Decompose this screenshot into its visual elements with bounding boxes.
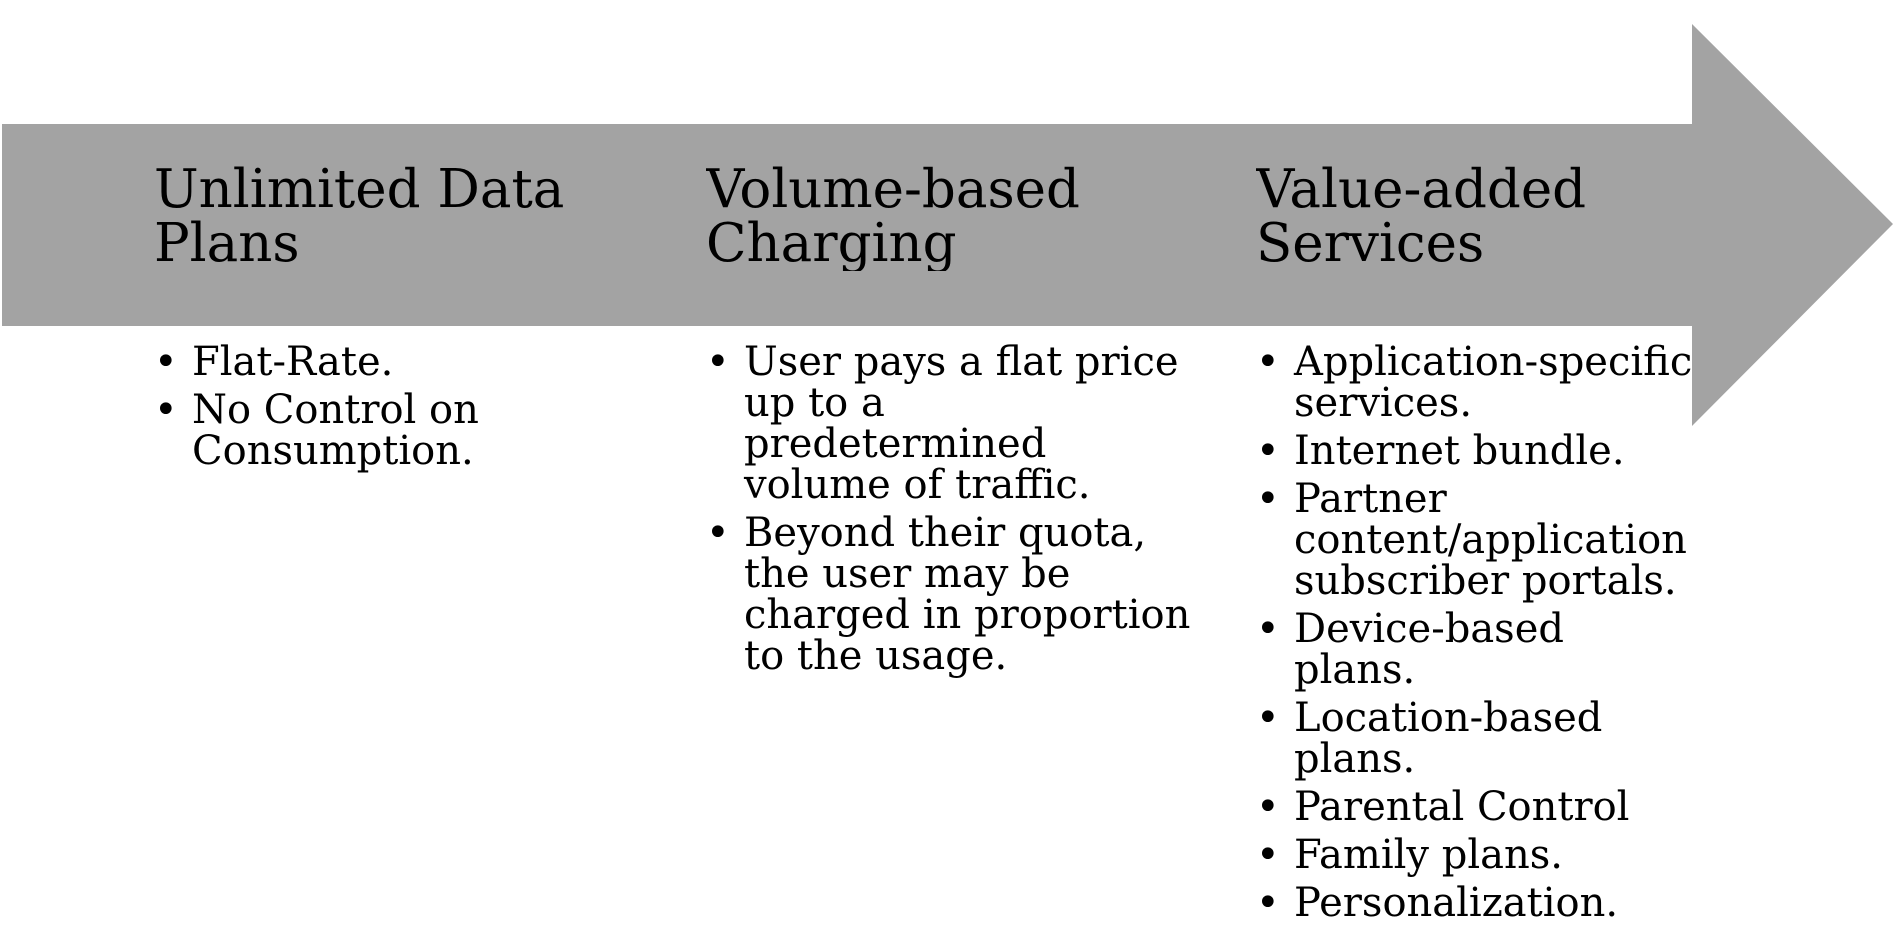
list-item-text: Family plans. xyxy=(1294,832,1563,878)
bullet-icon: • xyxy=(706,510,730,556)
bullet-icon: • xyxy=(1256,476,1280,522)
progression-arrow xyxy=(2,24,1893,426)
stage-item-list: • User pays a flat price up to a predeter… xyxy=(706,342,1196,684)
list-item-text: Location-based plans. xyxy=(1294,695,1603,782)
list-item: • Device-based plans. xyxy=(1256,609,1696,691)
list-item: • No Control on Consumption. xyxy=(154,390,544,472)
bullet-icon: • xyxy=(1256,832,1280,878)
list-item: • Internet bundle. xyxy=(1256,431,1696,472)
list-item: • User pays a flat price up to a predeter… xyxy=(706,342,1196,506)
list-item: • Parental Control xyxy=(1256,787,1696,828)
bullet-icon: • xyxy=(1256,784,1280,830)
stage-item-list: • Flat-Rate. • No Control on Consumption. xyxy=(154,342,544,479)
list-item-text: Personalization. xyxy=(1294,880,1619,926)
bullet-icon: • xyxy=(1256,606,1280,652)
stage-title: Volume-based Charging xyxy=(706,163,1080,271)
bullet-icon: • xyxy=(154,339,178,385)
list-item-text: No Control on Consumption. xyxy=(192,387,479,474)
list-item-text: Internet bundle. xyxy=(1294,428,1625,474)
list-item: • Location-based plans. xyxy=(1256,698,1696,780)
list-item-text: Device-based plans. xyxy=(1294,606,1564,693)
list-item: • Personalization. xyxy=(1256,883,1696,924)
bullet-icon: • xyxy=(1256,880,1280,926)
bullet-icon: • xyxy=(706,339,730,385)
list-item: • Flat-Rate. xyxy=(154,342,544,383)
stage-title: Unlimited Data Plans xyxy=(154,163,565,271)
list-item: • Application-specific services. xyxy=(1256,342,1696,424)
stage-volume-based-charging: Volume-based Charging • User pays a flat … xyxy=(706,163,1206,677)
list-item-text: Application-specific services. xyxy=(1294,339,1693,426)
list-item-text: Flat-Rate. xyxy=(192,339,394,385)
stage-value-added-services: Value-added Services • Application-specif… xyxy=(1256,163,1696,924)
bullet-icon: • xyxy=(1256,695,1280,741)
list-item-text: Partner content/application subscriber p… xyxy=(1294,476,1687,604)
bullet-icon: • xyxy=(1256,339,1280,385)
list-item-text: Parental Control xyxy=(1294,784,1630,830)
bullet-icon: • xyxy=(154,387,178,433)
stage-title: Value-added Services xyxy=(1256,163,1587,271)
arrow-shape xyxy=(2,24,1893,426)
list-item: • Partner content/application subscriber … xyxy=(1256,479,1696,602)
list-item: • Beyond their quota, the user may be cha… xyxy=(706,513,1196,677)
stage-item-list: • Application-specific services. • Interne… xyxy=(1256,342,1696,931)
list-item: • Family plans. xyxy=(1256,835,1696,876)
list-item-text: Beyond their quota, the user may be char… xyxy=(744,510,1191,679)
stage-unlimited-data-plans: Unlimited Data Plans • Flat-Rate. • No Con… xyxy=(154,163,624,472)
bullet-icon: • xyxy=(1256,428,1280,474)
list-item-text: User pays a flat price up to a predeterm… xyxy=(744,339,1179,508)
